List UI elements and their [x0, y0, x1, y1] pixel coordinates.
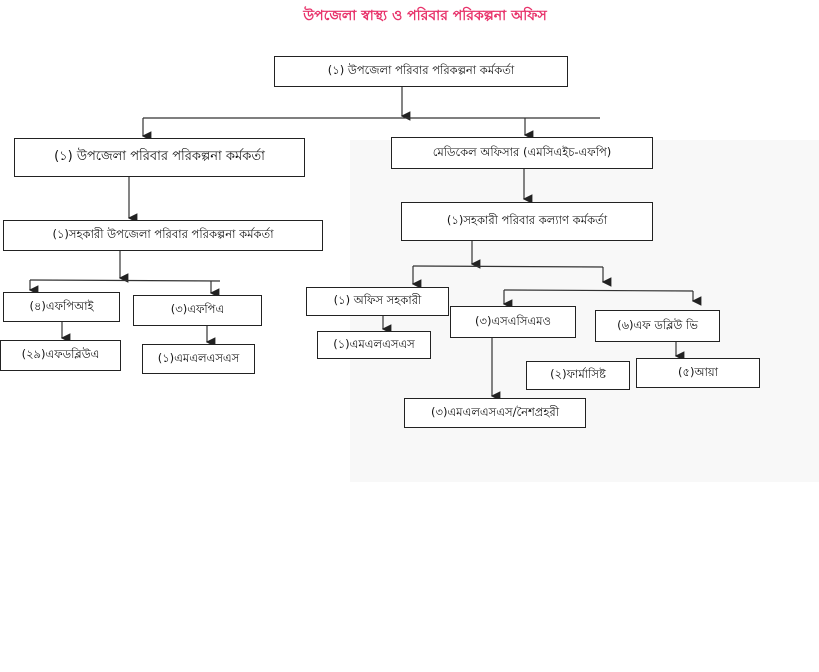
node-medical-officer: মেডিকেল অফিসার (এমসিএইচ-এফপি) [391, 137, 653, 169]
node-ufpo: (১) উপজেলা পরিবার পরিকল্পনা কর্মকর্তা [14, 138, 305, 177]
node-aya: (৫)আয়া [636, 358, 760, 388]
node-mlss-right: (১)এমএলএসএস [317, 331, 431, 359]
node-fwv: (৬)এফ ডব্লিউ ভি [595, 310, 720, 342]
node-mlss-night-guard: (৩)এমএলএসএস/নৈশপ্রহরী [404, 398, 586, 428]
chart-title: উপজেলা স্বাস্থ্য ও পরিবার পরিকল্পনা অফিস [303, 8, 547, 24]
node-sacmo: (৩)এসএসিএমও [450, 306, 576, 338]
node-office-assistant: (১) অফিস সহকারী [306, 287, 449, 316]
node-mlss-left: (১)এমএলএসএস [142, 344, 255, 374]
node-afwo: (১)সহকারী পরিবার কল্যাণ কর্মকর্তা [401, 202, 653, 241]
connector [412, 265, 604, 268]
node-aufpo: (১)সহকারী উপজেলা পরিবার পরিকল্পনা কর্মকর… [3, 220, 323, 251]
node-top-ufpo: (১) উপজেলা পরিবার পরিকল্পনা কর্মকর্তা [274, 56, 568, 87]
node-pharmacist: (২)ফার্মাসিষ্ট [526, 361, 630, 390]
node-fpa: (৩)এফপিএ [133, 295, 262, 326]
connector [503, 289, 694, 292]
connector [29, 279, 221, 282]
node-fwa: (২৯)এফডব্লিউএ [0, 340, 121, 371]
node-fpi: (৪)এফপিআই [3, 292, 120, 322]
